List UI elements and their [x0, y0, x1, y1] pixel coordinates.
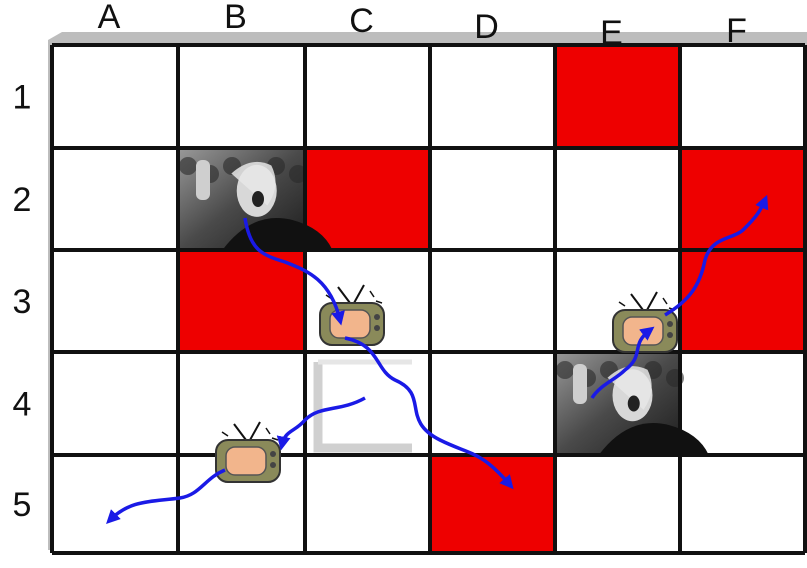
cell-a5 [52, 455, 178, 553]
cell-b1 [178, 45, 305, 148]
cell-c1 [305, 45, 430, 148]
cell-a2 [52, 148, 178, 250]
cell-c4 [305, 352, 430, 455]
cell-f1 [680, 45, 805, 148]
cell-d1 [430, 45, 555, 148]
cell-c5 [305, 455, 430, 553]
row-label-3: 3 [13, 283, 32, 321]
column-label-f: F [726, 12, 747, 50]
cell-a1 [52, 45, 178, 148]
column-label-c: C [349, 2, 374, 40]
red-cell-b3 [178, 250, 305, 352]
row-label-5: 5 [13, 486, 32, 524]
cell-d4 [430, 352, 555, 455]
column-label-d: D [474, 8, 499, 46]
cell-f4 [680, 352, 805, 455]
cell-a3 [52, 250, 178, 352]
red-cell-f3 [680, 250, 805, 352]
red-cell-e1 [555, 45, 680, 148]
column-label-e: E [600, 14, 623, 52]
cell-e5 [555, 455, 680, 553]
row-label-1: 1 [13, 79, 32, 117]
cell-d3 [430, 250, 555, 352]
cell-e2 [555, 148, 680, 250]
red-cell-d5 [430, 455, 555, 553]
cell-a4 [52, 352, 178, 455]
red-cell-f2 [680, 148, 805, 250]
row-label-4: 4 [13, 386, 32, 424]
row-label-2: 2 [13, 181, 32, 219]
column-label-a: A [98, 0, 121, 36]
column-label-b: B [224, 0, 247, 36]
red-cell-c2 [305, 148, 430, 250]
cell-d2 [430, 148, 555, 250]
cell-f5 [680, 455, 805, 553]
